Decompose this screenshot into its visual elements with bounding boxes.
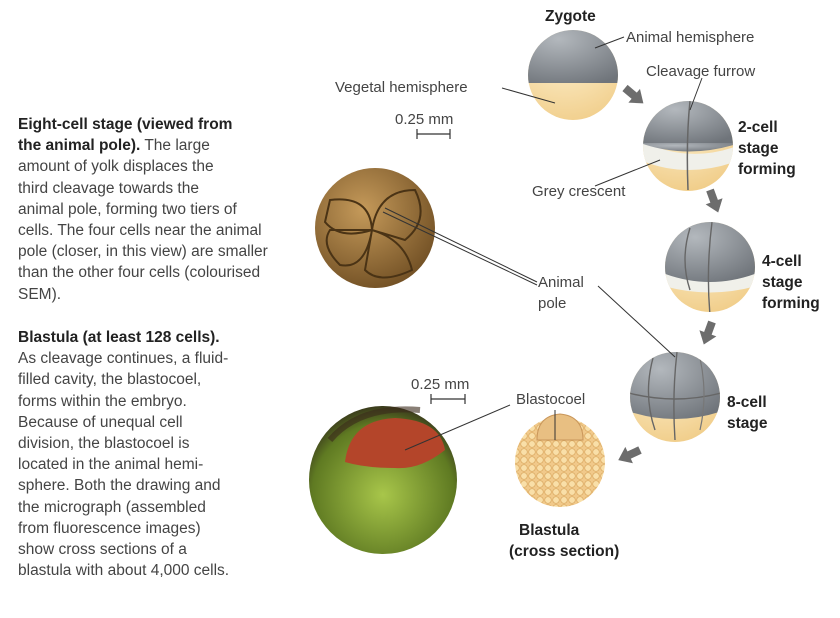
cleavage-furrow-label: Cleavage furrow (646, 63, 755, 80)
bold-heading: Eight-cell stage (viewed from (18, 116, 233, 133)
animal-hemisphere-label: Animal hemisphere (626, 29, 754, 46)
eight-cell-sem-micrograph (315, 168, 435, 288)
blastocoel-label: Blastocoel (516, 391, 585, 408)
text-line: Blastula (at least 128 cells). (18, 327, 328, 348)
body-text: As cleavage continues, a fluid- (18, 350, 229, 368)
body-text: The large (140, 137, 210, 155)
blastula-label-1: Blastula (519, 522, 580, 539)
text-line: filled cavity, the blastocoel, (18, 369, 328, 390)
animal-pole-label-1: Animal (538, 274, 584, 291)
body-text: blastula with about 4,000 cells. (18, 562, 230, 580)
grey-crescent-label: Grey crescent (532, 183, 626, 200)
text-line: Because of unequal cell (18, 412, 328, 433)
text-line: As cleavage continues, a fluid- (18, 348, 328, 369)
four-cell-illustration (665, 222, 755, 312)
body-text: Because of unequal cell (18, 413, 183, 431)
eight-cell-label-1: 8-cell (727, 394, 767, 411)
blastula-label-2: (cross section) (509, 543, 619, 560)
blastula-drawing (515, 413, 605, 507)
four-cell-label-3: forming (762, 295, 820, 312)
body-text: pole (closer, in this view) are smaller (18, 243, 268, 261)
four-cell-label-1: 4-cell (762, 253, 802, 270)
body-text: than the other four cells (colourised (18, 264, 261, 282)
scale-bars (416, 129, 466, 404)
text-line: located in the animal hemi- (18, 454, 328, 475)
arrow-icon (622, 84, 644, 104)
blastula-description: Blastula (at least 128 cells). As cleavag… (18, 327, 328, 581)
leader-lines (382, 36, 703, 451)
eight-cell-illustration (630, 352, 720, 442)
text-line: show cross sections of a (18, 539, 328, 560)
four-cell-label-2: stage (762, 274, 803, 291)
arrow-icon (699, 320, 717, 345)
stage-arrows (618, 84, 723, 464)
text-line: the animal pole). The large (18, 135, 328, 156)
animal-pole-label-2: pole (538, 295, 566, 312)
arrow-icon (705, 188, 723, 213)
text-line: the micrograph (assembled (18, 497, 328, 518)
body-text: amount of yolk displaces the (18, 158, 214, 176)
body-text: filled cavity, the blastocoel, (18, 371, 202, 389)
bold-heading: Blastula (at least 128 cells). (18, 329, 220, 346)
text-line: forms within the embryo. (18, 391, 328, 412)
text-line: than the other four cells (colourised (18, 262, 328, 283)
body-text: SEM). (18, 285, 62, 303)
body-text: animal pole, forming two tiers of (18, 200, 237, 218)
body-text: the micrograph (assembled (18, 498, 206, 516)
text-line: SEM). (18, 284, 328, 305)
zygote-label: Zygote (545, 8, 596, 25)
scale-label-bottom: 0.25 mm (411, 376, 469, 393)
text-line: amount of yolk displaces the (18, 156, 328, 177)
text-line: animal pole, forming two tiers of (18, 199, 328, 220)
zygote-illustration (528, 30, 618, 120)
two-cell-label-3: forming (738, 161, 796, 178)
scale-label-top: 0.25 mm (395, 111, 453, 128)
body-text: third cleavage towards the (18, 179, 199, 197)
text-line: from fluorescence images) (18, 518, 328, 539)
body-text: cells. The four cells near the animal (18, 222, 262, 240)
vegetal-hemisphere-label: Vegetal hemisphere (335, 79, 468, 96)
bold-heading: the animal pole). (18, 137, 141, 155)
text-line: sphere. Both the drawing and (18, 475, 328, 496)
text-line: third cleavage towards the (18, 178, 328, 199)
text-line: pole (closer, in this view) are smaller (18, 241, 328, 262)
text-line: Eight-cell stage (viewed from (18, 114, 328, 135)
two-cell-label-2: stage (738, 140, 779, 157)
body-text: division, the blastocoel is (18, 435, 190, 453)
eight-cell-label-2: stage (727, 415, 768, 432)
two-cell-label-1: 2-cell (738, 119, 778, 136)
body-text: show cross sections of a (18, 541, 187, 559)
blastula-fluorescence-micrograph (309, 406, 457, 554)
body-text: located in the animal hemi- (18, 456, 204, 474)
body-text: from fluorescence images) (18, 519, 201, 537)
body-text: forms within the embryo. (18, 392, 187, 410)
arrow-icon (618, 446, 642, 464)
text-line: blastula with about 4,000 cells. (18, 560, 328, 581)
body-text: sphere. Both the drawing and (18, 477, 221, 495)
text-line: division, the blastocoel is (18, 433, 328, 454)
eight-cell-description: Eight-cell stage (viewed from the animal … (18, 114, 328, 305)
text-line: cells. The four cells near the animal (18, 220, 328, 241)
